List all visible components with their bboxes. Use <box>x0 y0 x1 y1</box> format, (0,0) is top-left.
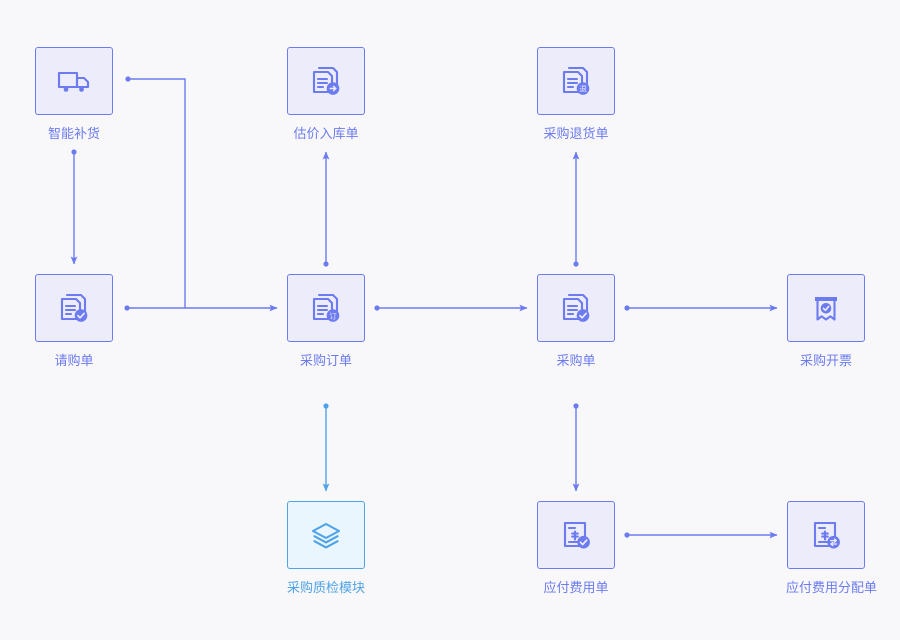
edge-purchase-order-to-purchase-bill <box>374 304 528 312</box>
edge-smart-replenishment-to-purchase-order <box>125 76 186 308</box>
node-label: 应付费用单 <box>543 580 609 595</box>
node-label: 智能补货 <box>47 126 100 141</box>
node-label: 采购退货单 <box>543 126 609 141</box>
document-arrow-icon <box>306 61 346 101</box>
invoice-check-icon <box>806 288 846 328</box>
node-card[interactable] <box>287 47 365 115</box>
node-card[interactable] <box>537 501 615 569</box>
document-return-icon: 退 <box>556 61 596 101</box>
edge-purchase-order-to-estimated-inbound <box>322 151 330 267</box>
edge-smart-replenishment-to-requisition <box>70 149 78 265</box>
node-requisition-order[interactable]: 请购单 <box>35 274 115 369</box>
edge-purchase-bill-to-return-order <box>572 151 580 267</box>
money-allocate-icon <box>806 515 846 555</box>
node-estimated-inbound-order[interactable]: 估价入库单 <box>287 47 367 142</box>
node-card[interactable] <box>787 274 865 342</box>
node-purchase-quality-module[interactable]: 采购质检模块 <box>287 501 367 596</box>
edge-purchase-bill-to-invoicing <box>624 304 778 312</box>
document-order-icon: 订 <box>306 288 346 328</box>
node-card[interactable]: 退 <box>537 47 615 115</box>
node-label: 采购质检模块 <box>286 580 365 595</box>
node-card[interactable] <box>787 501 865 569</box>
node-label: 请购单 <box>54 353 94 368</box>
node-label: 采购订单 <box>299 353 352 368</box>
money-check-icon <box>556 515 596 555</box>
node-card[interactable] <box>35 47 113 115</box>
node-label: 应付费用分配单 <box>786 580 878 595</box>
document-check-icon <box>54 288 94 328</box>
edge-purchase-bill-to-payable-expense <box>572 403 580 492</box>
node-purchase-bill[interactable]: 采购单 <box>537 274 617 369</box>
node-label: 估价入库单 <box>293 126 359 141</box>
node-card[interactable] <box>287 501 365 569</box>
svg-text:订: 订 <box>329 310 337 320</box>
node-card[interactable] <box>537 274 615 342</box>
edge-payable-expense-to-allocation <box>624 531 778 539</box>
edge-purchase-order-to-quality-module <box>322 403 330 492</box>
node-purchase-invoicing[interactable]: 采购开票 <box>787 274 867 369</box>
document-check-icon <box>556 288 596 328</box>
node-purchase-return-order[interactable]: 退 采购退货单 <box>537 47 617 142</box>
node-payable-expense-order[interactable]: 应付费用单 <box>537 501 617 596</box>
node-label: 采购单 <box>556 353 596 368</box>
layers-icon <box>306 515 346 555</box>
truck-icon <box>54 61 94 101</box>
node-purchase-order[interactable]: 订 采购订单 <box>287 274 367 369</box>
node-payable-expense-allocation-order[interactable]: 应付费用分配单 <box>786 501 878 596</box>
svg-text:退: 退 <box>579 84 587 93</box>
node-card[interactable]: 订 <box>287 274 365 342</box>
node-smart-replenishment[interactable]: 智能补货 <box>35 47 115 142</box>
node-label: 采购开票 <box>799 353 852 368</box>
node-card[interactable] <box>35 274 113 342</box>
edge-requisition-to-purchase-order <box>124 304 278 312</box>
